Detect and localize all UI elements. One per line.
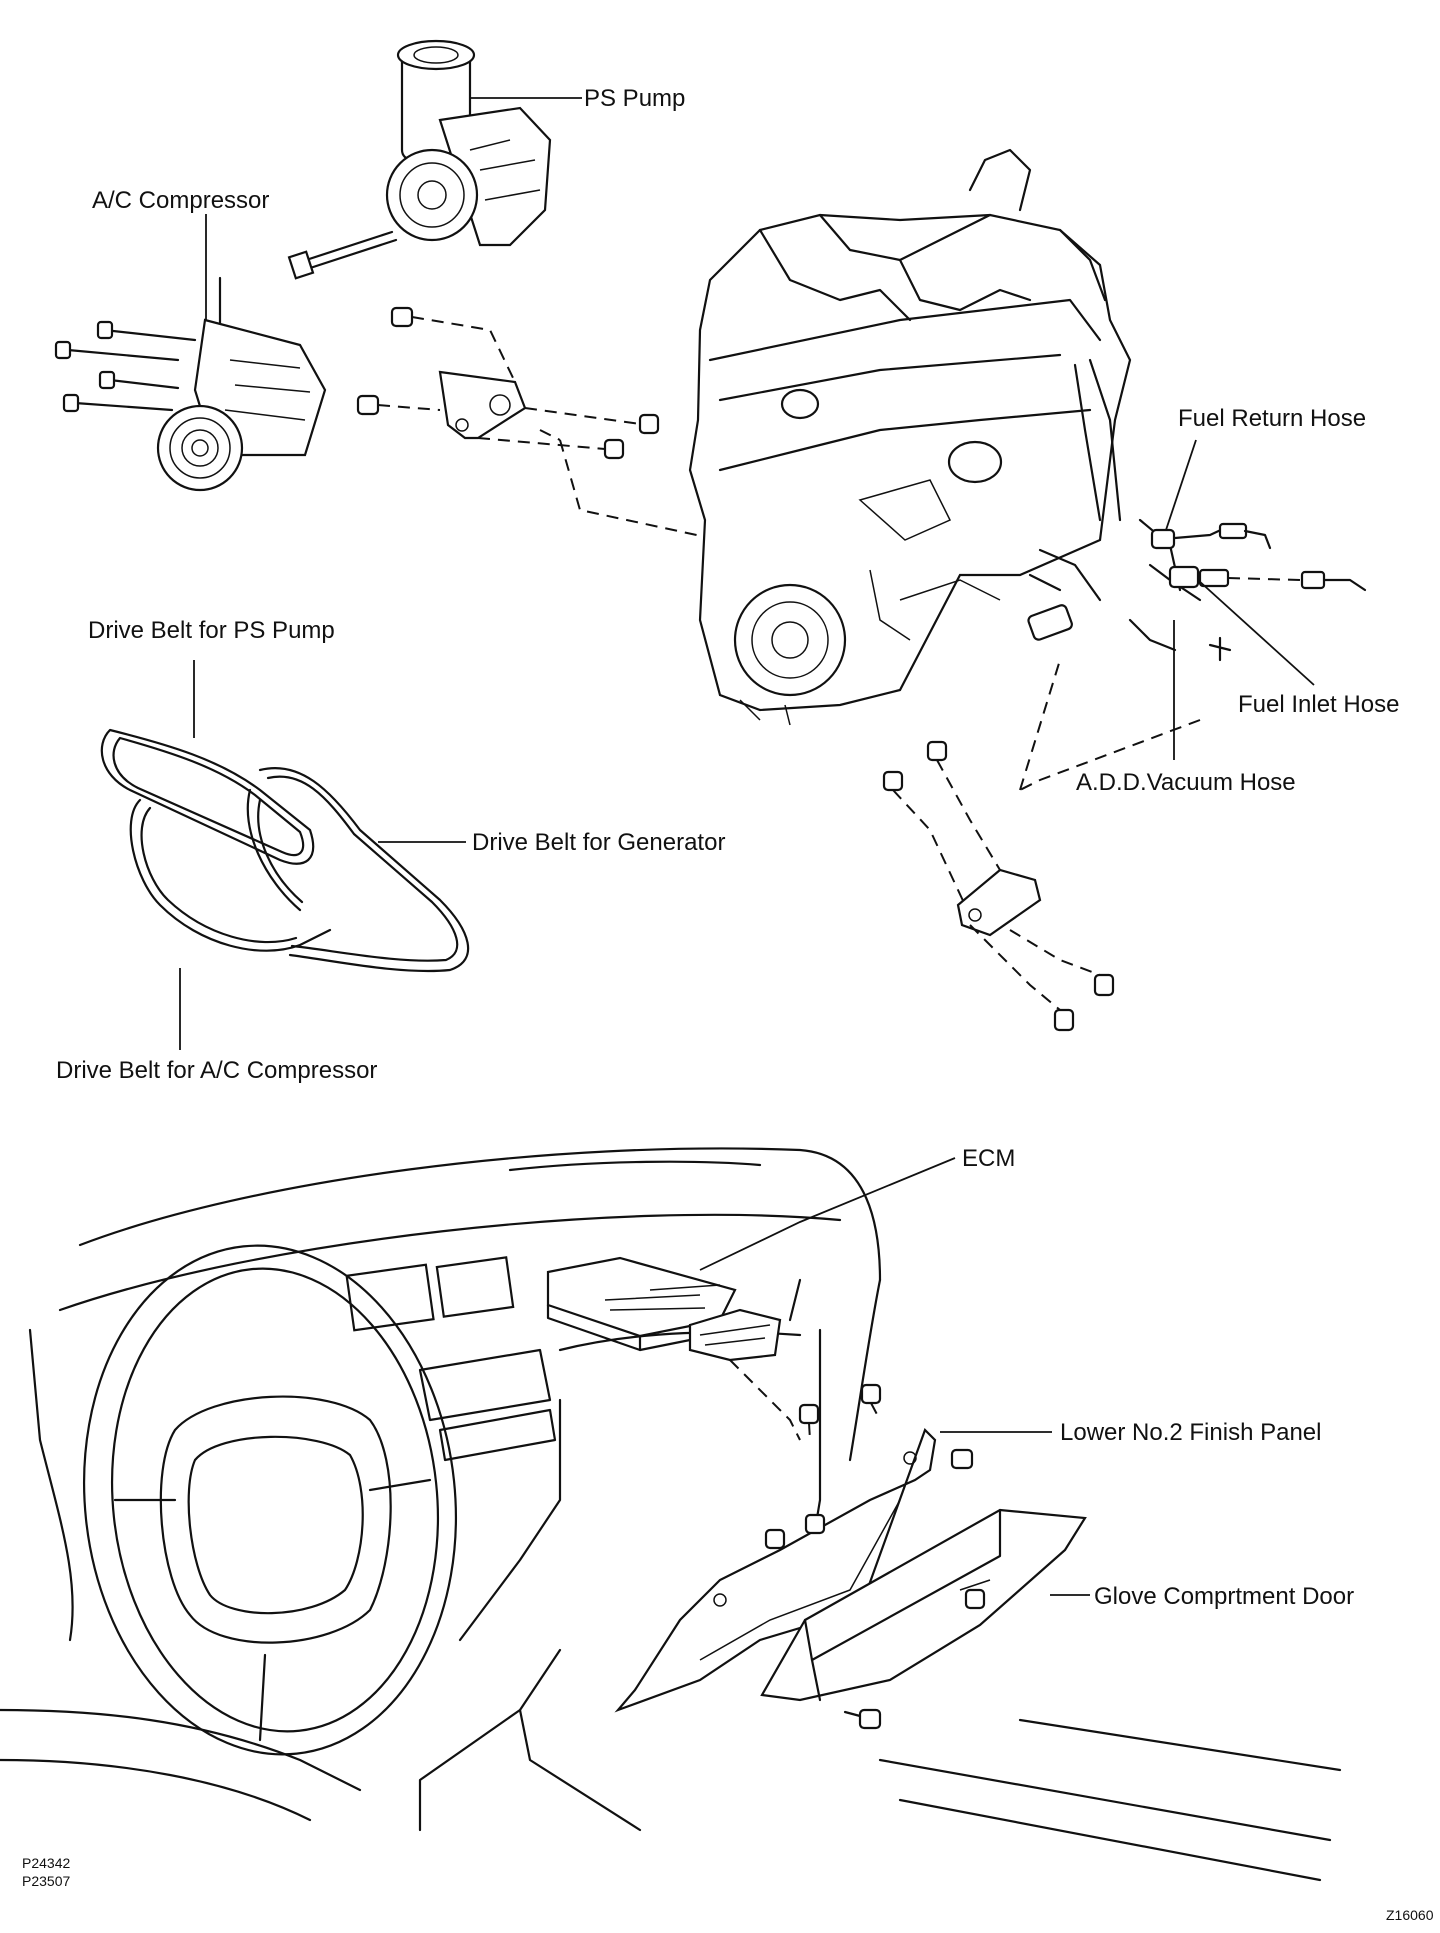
label-add-vacuum-hose: A.D.D.Vacuum Hose <box>1076 769 1296 796</box>
label-drive-belt-ps-pump: Drive Belt for PS Pump <box>88 617 335 644</box>
drive-belts-drawing <box>100 728 470 973</box>
label-lower-finish-panel: Lower No.2 Finish Panel <box>1060 1419 1321 1446</box>
figure-code-2: P23507 <box>22 1873 70 1889</box>
glove-door-drawing <box>760 1508 1087 1730</box>
leader-lines <box>179 97 1315 1596</box>
lower-engine-bracket-drawing <box>882 740 1115 1032</box>
label-ps-pump: PS Pump <box>584 85 685 112</box>
engine-bracket-drawing <box>356 306 721 541</box>
label-ecm: ECM <box>962 1145 1015 1172</box>
label-glove-compartment-door: Glove Comprtment Door <box>1094 1583 1354 1610</box>
ac-compressor-drawing <box>54 276 327 492</box>
figure-code-1: P24342 <box>22 1855 70 1871</box>
dashboard-drawing <box>0 1147 1342 1882</box>
ps-pump-drawing <box>287 39 552 280</box>
ecm-unit-drawing <box>546 1256 802 1441</box>
label-drive-belt-generator: Drive Belt for Generator <box>472 829 725 856</box>
lower-panel-drawing <box>614 1383 974 1713</box>
fuel-hoses-drawing <box>1019 522 1367 791</box>
label-drive-belt-ac-compressor: Drive Belt for A/C Compressor <box>56 1057 377 1084</box>
figure-code-3: Z16060 <box>1386 1907 1434 1923</box>
label-ac-compressor: A/C Compressor <box>92 187 269 214</box>
label-fuel-inlet-hose: Fuel Inlet Hose <box>1238 691 1399 718</box>
steering-wheel-drawing <box>82 1244 458 1756</box>
engine-drawing <box>688 148 1202 726</box>
label-fuel-return-hose: Fuel Return Hose <box>1178 405 1366 432</box>
